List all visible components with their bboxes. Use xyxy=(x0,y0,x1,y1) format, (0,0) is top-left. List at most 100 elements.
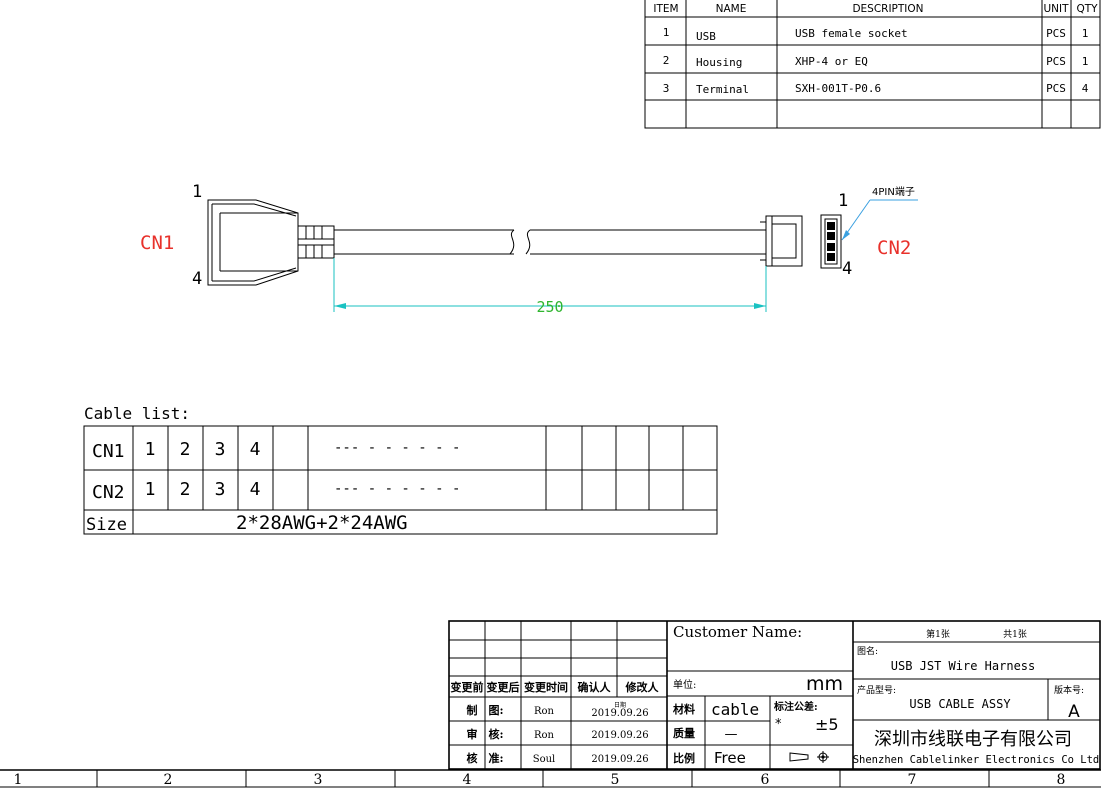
version-label: 版本号: xyxy=(1054,684,1084,696)
cable-list-cn1-pin-4: 4 xyxy=(250,439,261,460)
unit-value: mm xyxy=(806,673,843,695)
bom-row-2-qty: 1 xyxy=(1082,55,1089,68)
cn2-pin-2 xyxy=(827,232,835,240)
revision-header-modifier: 修改人 xyxy=(625,680,660,694)
bom-header-unit: UNIT xyxy=(1043,3,1069,15)
cn2-pin-3 xyxy=(827,243,835,251)
tolerance-label: 标注公差: xyxy=(773,700,818,713)
bom-row-1-name: USB xyxy=(696,30,716,43)
bom-row-3-description: SXH-001T-P0.6 xyxy=(795,82,881,95)
revision-name-drawn: Ron xyxy=(534,706,555,717)
bom-frame xyxy=(644,0,1101,129)
cable-list-cn2-pin-1: 1 xyxy=(145,479,156,500)
revision-date-checked: 2019.09.26 xyxy=(591,730,648,741)
product-value: USB CABLE ASSY xyxy=(909,697,1011,711)
revision-header-time: 变更时间 xyxy=(524,680,568,694)
bom-row-2-unit: PCS xyxy=(1046,55,1066,68)
revision-role-approved: 核 准: xyxy=(466,751,503,765)
length-dimension xyxy=(333,258,767,312)
bom-row-1-item: 1 xyxy=(663,26,670,39)
cable-list-cn2-pin-2: 2 xyxy=(180,479,191,500)
cable-break-left xyxy=(509,229,515,255)
cn1-pin-bottom: 4 xyxy=(192,269,202,289)
revision-header-after: 变更后 xyxy=(487,680,520,694)
unit-label: 单位: xyxy=(673,678,696,691)
cable-list-cn1-label: CN1 xyxy=(92,441,125,462)
revision-table: 变更前 变更后 变更时间 确认人 修改人 日期 制 图: Ron 2019.09… xyxy=(449,621,668,769)
tolerance-value: ±5 xyxy=(815,715,839,734)
quality-label: 质量 xyxy=(673,726,695,740)
cn2-pin-face xyxy=(820,214,842,269)
revision-date-drawn: 2019.09.26 xyxy=(591,708,648,719)
revision-header-confirm: 确认人 xyxy=(578,680,612,694)
revision-name-checked: Ron xyxy=(534,730,555,741)
zone-strip: 1 2 3 4 5 6 7 8 xyxy=(0,769,1101,788)
tolerance-star: * xyxy=(775,717,782,732)
bom-row-3-unit: PCS xyxy=(1046,82,1066,95)
drawing-name-label: 图名: xyxy=(857,645,878,657)
scale-value: Free xyxy=(714,749,746,767)
cable-drawing: 4PIN端子 CN1 CN2 1 4 1 4 250 xyxy=(140,182,918,316)
cable-list: Cable list: CN1 1 2 3 4 --- - - - - - - … xyxy=(83,404,718,535)
bom-row-1-unit: PCS xyxy=(1046,27,1066,40)
bom-header-item: ITEM xyxy=(653,3,678,15)
material-label: 材料 xyxy=(673,702,695,716)
cn2-pin-top: 1 xyxy=(838,191,848,211)
bom-row-3-qty: 4 xyxy=(1082,82,1089,95)
zone-label-5: 5 xyxy=(611,772,620,788)
revision-role-checked: 审 核: xyxy=(466,727,503,741)
drawing-name: USB JST Wire Harness xyxy=(891,659,1036,673)
cn2-pin-4 xyxy=(827,253,835,261)
spec-table: Customer Name: 单位: mm 材料 cable 标注公差: * ±… xyxy=(667,621,854,769)
cable-list-size-label: Size xyxy=(86,515,127,535)
title-block-frame xyxy=(448,620,1101,770)
terminal-leader xyxy=(841,199,918,241)
length-dimension-value: 250 xyxy=(536,298,563,316)
company-name-en: Shenzhen Cablelinker Electronics Co Ltd xyxy=(853,754,1100,766)
bom-row-3-item: 3 xyxy=(663,82,670,95)
cn2-pin-1 xyxy=(827,222,835,230)
revision-header-before: 变更前 xyxy=(451,680,484,694)
bom-row-2-description: XHP-4 or EQ xyxy=(795,55,868,68)
bom-row-2-name: Housing xyxy=(696,56,742,69)
zone-label-1: 1 xyxy=(14,772,23,788)
zone-label-8: 8 xyxy=(1057,772,1066,788)
cable-list-cn2-pin-4: 4 xyxy=(250,479,261,500)
bom-row-2-item: 2 xyxy=(663,54,670,67)
version-value: A xyxy=(1068,702,1080,722)
cable-break-right xyxy=(525,229,531,255)
cable-body xyxy=(334,229,766,255)
bom-row-3-name: Terminal xyxy=(696,83,749,96)
cable-list-cn2-label: CN2 xyxy=(92,482,125,503)
cn1-pin-top: 1 xyxy=(192,182,202,202)
revision-role-drawn: 制 图: xyxy=(466,703,503,717)
sheet-number: 第1张 xyxy=(926,628,950,640)
cn1-usb-connector xyxy=(207,199,335,286)
bom-header-description: DESCRIPTION xyxy=(852,3,923,15)
revision-name-approved: Soul xyxy=(533,754,556,765)
cable-list-size-value: 2*28AWG+2*24AWG xyxy=(236,512,408,534)
cn2-pin-bottom: 4 xyxy=(842,259,852,279)
zone-label-2: 2 xyxy=(164,772,173,788)
bom-table: ITEM NAME DESCRIPTION UNIT QTY 1 USB USB… xyxy=(644,0,1101,129)
bom-header-name: NAME xyxy=(716,3,747,15)
bom-row-1-description: USB female socket xyxy=(795,27,908,40)
bom-row-1-qty: 1 xyxy=(1082,27,1089,40)
revision-date-approved: 2019.09.26 xyxy=(591,754,648,765)
cn2-housing xyxy=(760,215,803,267)
cable-list-title: Cable list: xyxy=(84,404,190,423)
cable-list-cn2-dashes: --- - - - - - - xyxy=(334,481,460,497)
cn1-label: CN1 xyxy=(140,232,174,254)
zone-label-4: 4 xyxy=(463,772,472,788)
sheet-total: 共1张 xyxy=(1003,629,1027,640)
zone-label-3: 3 xyxy=(314,772,323,788)
cable-list-cn1-pin-1: 1 xyxy=(145,439,156,460)
company-block: 第1张 共1张 图名: USB JST Wire Harness 产品型号: U… xyxy=(853,628,1100,766)
revision-date-caption: 日期 xyxy=(614,701,626,709)
cable-list-cn2-pin-3: 3 xyxy=(215,479,226,500)
terminal-note: 4PIN端子 xyxy=(872,185,915,198)
cable-list-frame xyxy=(83,425,718,535)
zone-label-7: 7 xyxy=(908,772,917,788)
